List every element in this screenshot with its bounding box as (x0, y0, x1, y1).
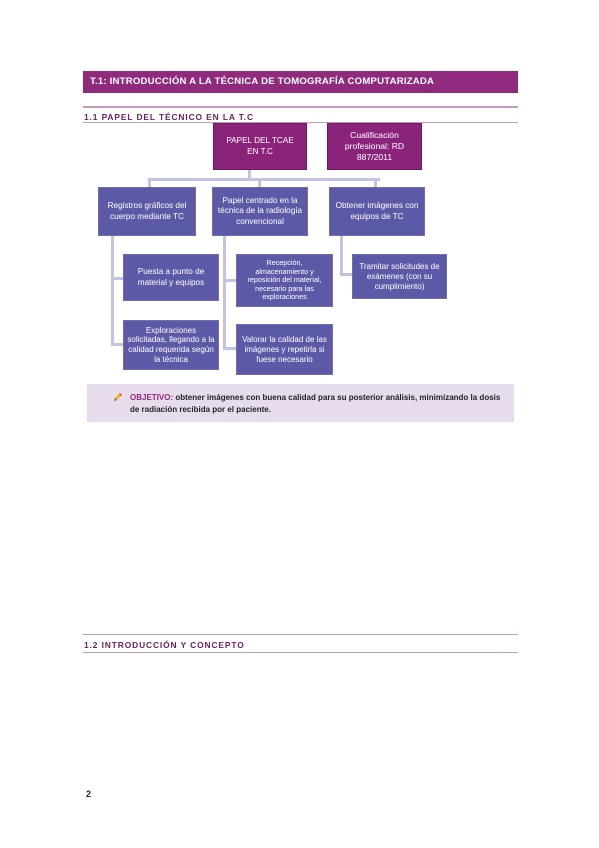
root-box: PAPEL DEL TCAE EN T.C (213, 123, 307, 170)
leaf-label: Valorar la calidad de las imágenes y rep… (242, 334, 327, 364)
leaf-box: Recepción, almacenamiento y reposición d… (236, 254, 333, 307)
connector-line (223, 279, 237, 282)
qualification-label: Cualificación profesional: RD 887/2011 (344, 130, 405, 162)
connector-line (223, 347, 237, 350)
leaf-label: Tramitar solicitudes de exámenes (con su… (359, 261, 440, 291)
branch-label: Obtener imágenes con equipos de TC (335, 201, 419, 221)
qualification-box: Cualificación profesional: RD 887/2011 (327, 123, 422, 170)
objective-body: obtener imágenes con buena calidad para … (130, 393, 501, 415)
connector-line (111, 236, 114, 346)
branch-label: Registros gráficos del cuerpo mediante T… (107, 201, 187, 221)
connector-line (258, 178, 261, 188)
objective-label: OBJETIVO: (130, 393, 174, 402)
section-title-1-1: 1.1 PAPEL DEL TÉCNICO EN LA T.C (84, 112, 254, 122)
leaf-label: Puesta a punto de material y equipos (137, 267, 205, 287)
connector-line (340, 236, 343, 276)
section-rule-top (83, 634, 518, 635)
pencil-icon (114, 393, 122, 401)
connector-line (374, 178, 377, 188)
leaf-box: Tramitar solicitudes de exámenes (con su… (352, 254, 447, 299)
root-label: PAPEL DEL TCAE EN T.C (226, 136, 294, 156)
page-number: 2 (86, 789, 92, 799)
objective-callout: OBJETIVO: obtener imágenes con buena cal… (87, 384, 514, 422)
branch-box-obtener-imagenes: Obtener imágenes con equipos de TC (329, 187, 425, 236)
branch-box-registros: Registros gráficos del cuerpo mediante T… (98, 187, 196, 236)
connector-line (111, 277, 125, 280)
leaf-box: Puesta a punto de material y equipos (123, 254, 219, 301)
leaf-box: Valorar la calidad de las imágenes y rep… (236, 324, 333, 375)
section-rule (83, 122, 518, 123)
branch-label: Papel centrado en la técnica de la radio… (217, 196, 303, 226)
objective-text: OBJETIVO: obtener imágenes con buena cal… (130, 392, 510, 417)
connector-line (148, 178, 151, 188)
section-rule-top (83, 106, 518, 108)
connector-line (223, 236, 226, 350)
branch-box-papel-centrado: Papel centrado en la técnica de la radio… (212, 187, 308, 236)
connector-line (148, 178, 380, 181)
connector-line (111, 343, 125, 346)
connector-line (340, 273, 353, 276)
section-rule (83, 652, 518, 653)
leaf-label: Recepción, almacenamiento y reposición d… (247, 257, 322, 302)
connector-line (248, 170, 251, 180)
leaf-box: Exploraciones solicitadas, llegando a la… (123, 320, 219, 370)
chapter-title: T.1: INTRODUCCIÓN A LA TÉCNICA DE TOMOGR… (83, 71, 518, 93)
leaf-label: Exploraciones solicitadas, llegando a la… (127, 325, 215, 364)
section-title-1-2: 1.2 INTRODUCCIÓN Y CONCEPTO (84, 640, 245, 650)
